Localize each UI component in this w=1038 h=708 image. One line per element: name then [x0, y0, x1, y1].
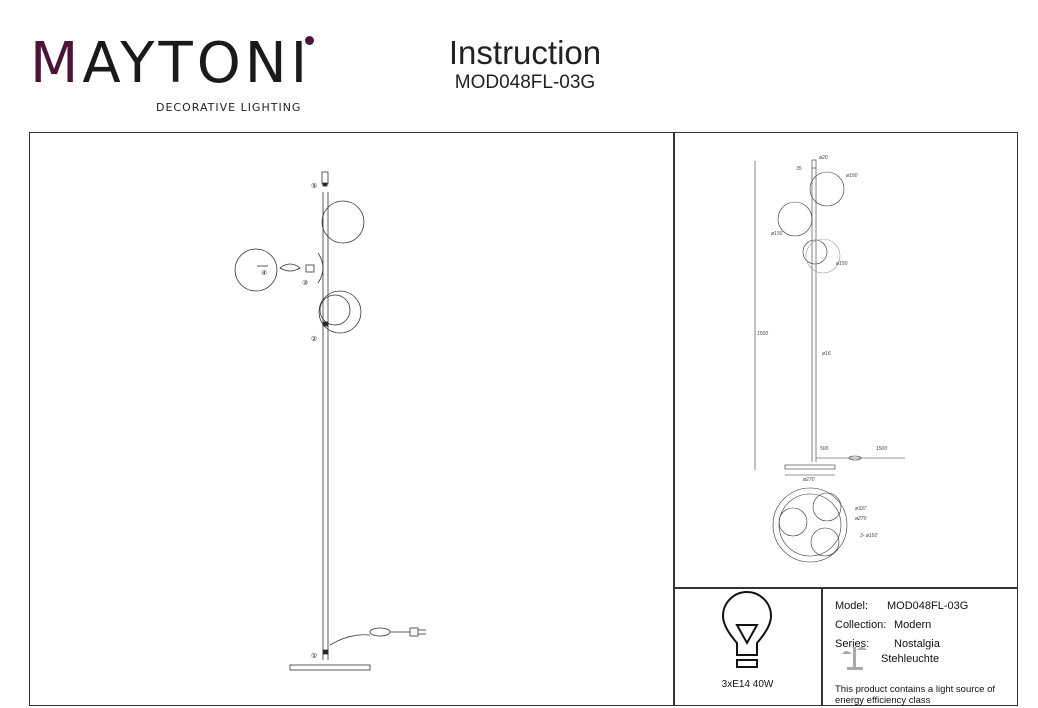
dim-cable-switch: 500	[820, 446, 829, 452]
dim-top-h: 35	[796, 166, 802, 172]
bulb-spec: 3xE14 40W	[721, 679, 774, 690]
dim-height: 1500	[757, 331, 768, 337]
collection-value: Modern	[894, 619, 932, 631]
brand-tagline: DECORATIVE LIGHTING	[156, 101, 302, 114]
callout-1: ①	[311, 652, 317, 660]
drawing-frame	[29, 132, 1018, 706]
logo-wordmark: MAYTONI	[30, 31, 312, 96]
dim-base: ø270	[803, 477, 815, 483]
logo-dot	[305, 36, 314, 45]
callout-5: ⑤	[311, 182, 317, 190]
callout-3: ③	[302, 279, 308, 287]
dim-outer: ø337	[855, 506, 867, 512]
dim-globe-2: ø150	[771, 231, 783, 237]
dim-cable-total: 1500	[876, 446, 887, 452]
divider	[821, 587, 823, 706]
assembly-drawing: ⑤ ④ ③ ② ①	[234, 171, 426, 671]
energy-text-1: This product contains a light source of	[835, 684, 996, 695]
light-bulb-icon	[721, 591, 773, 668]
dim-globe-1: ø150	[846, 173, 858, 179]
dim-globe-3: ø150	[836, 261, 848, 267]
callout-2: ②	[311, 335, 317, 343]
divider	[673, 132, 675, 706]
callout-4: ④	[261, 269, 267, 277]
dim-top-dia: ø20	[819, 155, 828, 161]
series-label: Series:	[835, 638, 870, 650]
series-value: Nostalgia	[894, 638, 940, 650]
page-model: MOD048FL-03G	[454, 72, 596, 93]
energy-text-2: energy efficiency class	[835, 695, 931, 706]
floor-lamp-icon	[842, 647, 867, 670]
dim-inner: ø270	[855, 516, 867, 522]
dim-globes: 3- ø150	[860, 533, 877, 539]
collection-label: Collection:	[835, 619, 887, 631]
dim-pole: ø16	[822, 351, 831, 357]
model-value: MOD048FL-03G	[887, 600, 969, 612]
model-label: Model:	[835, 600, 869, 612]
type-value: Stehleuchte	[881, 653, 940, 665]
page-title: Instruction	[448, 34, 602, 71]
divider	[673, 587, 1018, 589]
dimension-drawing: ø20 35 ø150 ø150 ø150 1500 ø16 500 1500 …	[754, 155, 905, 563]
